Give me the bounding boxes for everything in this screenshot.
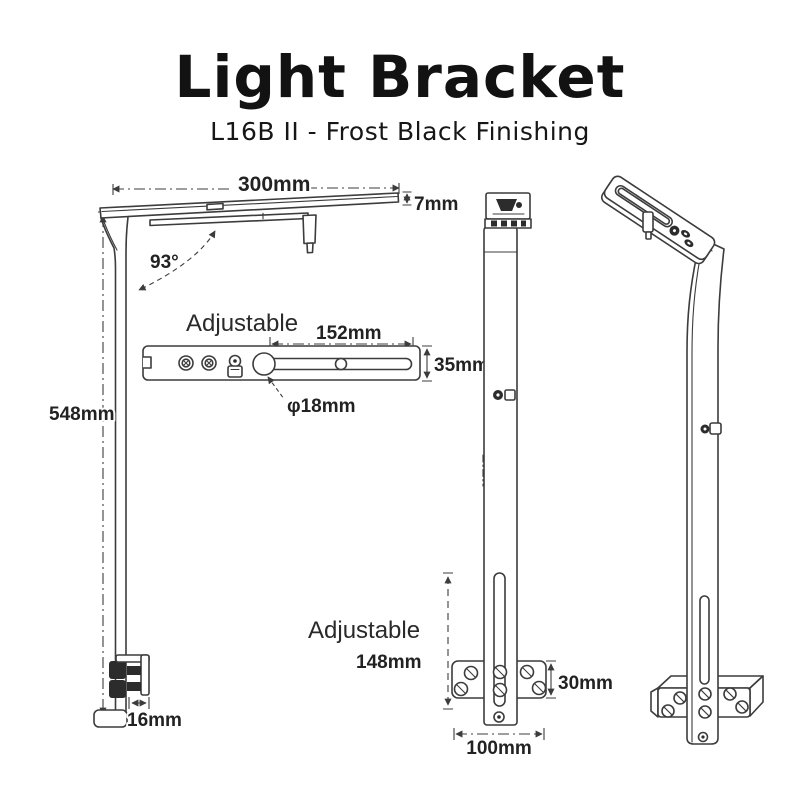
dim-hole-diameter-label: φ18mm xyxy=(287,396,356,417)
side-view: 300mm 7mm 93° xyxy=(47,171,460,733)
side-clamp xyxy=(93,654,150,728)
clamp-foot xyxy=(93,709,128,728)
persp-post xyxy=(686,241,725,745)
clamp-knob-lower xyxy=(109,680,126,698)
dim-adjust-range xyxy=(443,572,453,710)
dim-arm-length-label: 300mm xyxy=(238,173,310,196)
arm-slot-pin xyxy=(334,357,348,371)
arm-screw-1 xyxy=(178,355,194,371)
arm-screw-2 xyxy=(201,355,217,371)
arm-detail-view: Adjustable 152mm xyxy=(142,308,491,419)
front-center-screws xyxy=(492,664,508,723)
clamp-pad-upper xyxy=(127,666,141,675)
side-post xyxy=(100,216,129,723)
persp-thumb-screw xyxy=(700,422,722,435)
page-subtitle: L16B II - Frost Black Finishing xyxy=(210,117,590,146)
persp-arm-peg xyxy=(642,211,654,240)
dim-adjust-range-label: 148mm xyxy=(356,652,422,673)
arm-clip xyxy=(227,354,243,378)
persp-post-slot xyxy=(699,595,710,685)
arm-hole-18mm xyxy=(252,352,276,376)
arm-bar-notch xyxy=(143,356,152,369)
page-title: Light Bracket xyxy=(175,43,626,111)
arm-bar xyxy=(142,345,421,381)
dim-arm-thickness-label: 7mm xyxy=(414,194,458,215)
dim-bar-width-label: 35mm xyxy=(434,355,489,376)
dim-plate-width-label: 100mm xyxy=(466,738,532,759)
dim-plate-width: 100mm xyxy=(453,728,545,761)
dim-bar-width: 35mm xyxy=(422,345,491,382)
dim-arm-thickness: 7mm xyxy=(402,191,460,217)
arm-top-stud xyxy=(206,202,224,211)
arm-adjustable-label: Adjustable xyxy=(186,310,298,337)
front-adjustable-label: Adjustable xyxy=(308,617,420,644)
arm-peg xyxy=(302,214,317,254)
dim-clamp-opening-label: 16mm xyxy=(127,710,182,731)
dim-slide-length-label: 152mm xyxy=(316,323,382,344)
dim-slide-length: 152mm xyxy=(269,321,414,351)
dim-plate-height: 30mm xyxy=(546,660,615,699)
dim-post-height xyxy=(98,211,108,719)
dim-arm-length: 300mm xyxy=(112,171,400,198)
clamp-pad-lower xyxy=(127,682,141,691)
dim-post-height-label: 548mm xyxy=(49,404,115,425)
persp-center-screws xyxy=(697,687,712,743)
dim-clamp-opening: 16mm xyxy=(125,697,184,733)
dim-bend-angle: 93° xyxy=(138,230,216,291)
dim-bend-angle-label: 93° xyxy=(150,252,179,273)
clamp-knob-upper xyxy=(109,661,126,679)
front-plate-screws xyxy=(453,664,547,697)
side-arm xyxy=(99,192,400,219)
persp-arm xyxy=(600,175,716,265)
front-top-cap xyxy=(484,192,532,229)
front-view: 30mm 100mm Adjustable 148mm xyxy=(306,192,615,761)
dim-plate-height-label: 30mm xyxy=(558,673,613,694)
clamp-outer-bar xyxy=(140,654,150,696)
perspective-view xyxy=(600,175,764,745)
front-thumb-screw xyxy=(493,389,516,401)
dim-hole-diameter: φ18mm xyxy=(267,376,358,419)
